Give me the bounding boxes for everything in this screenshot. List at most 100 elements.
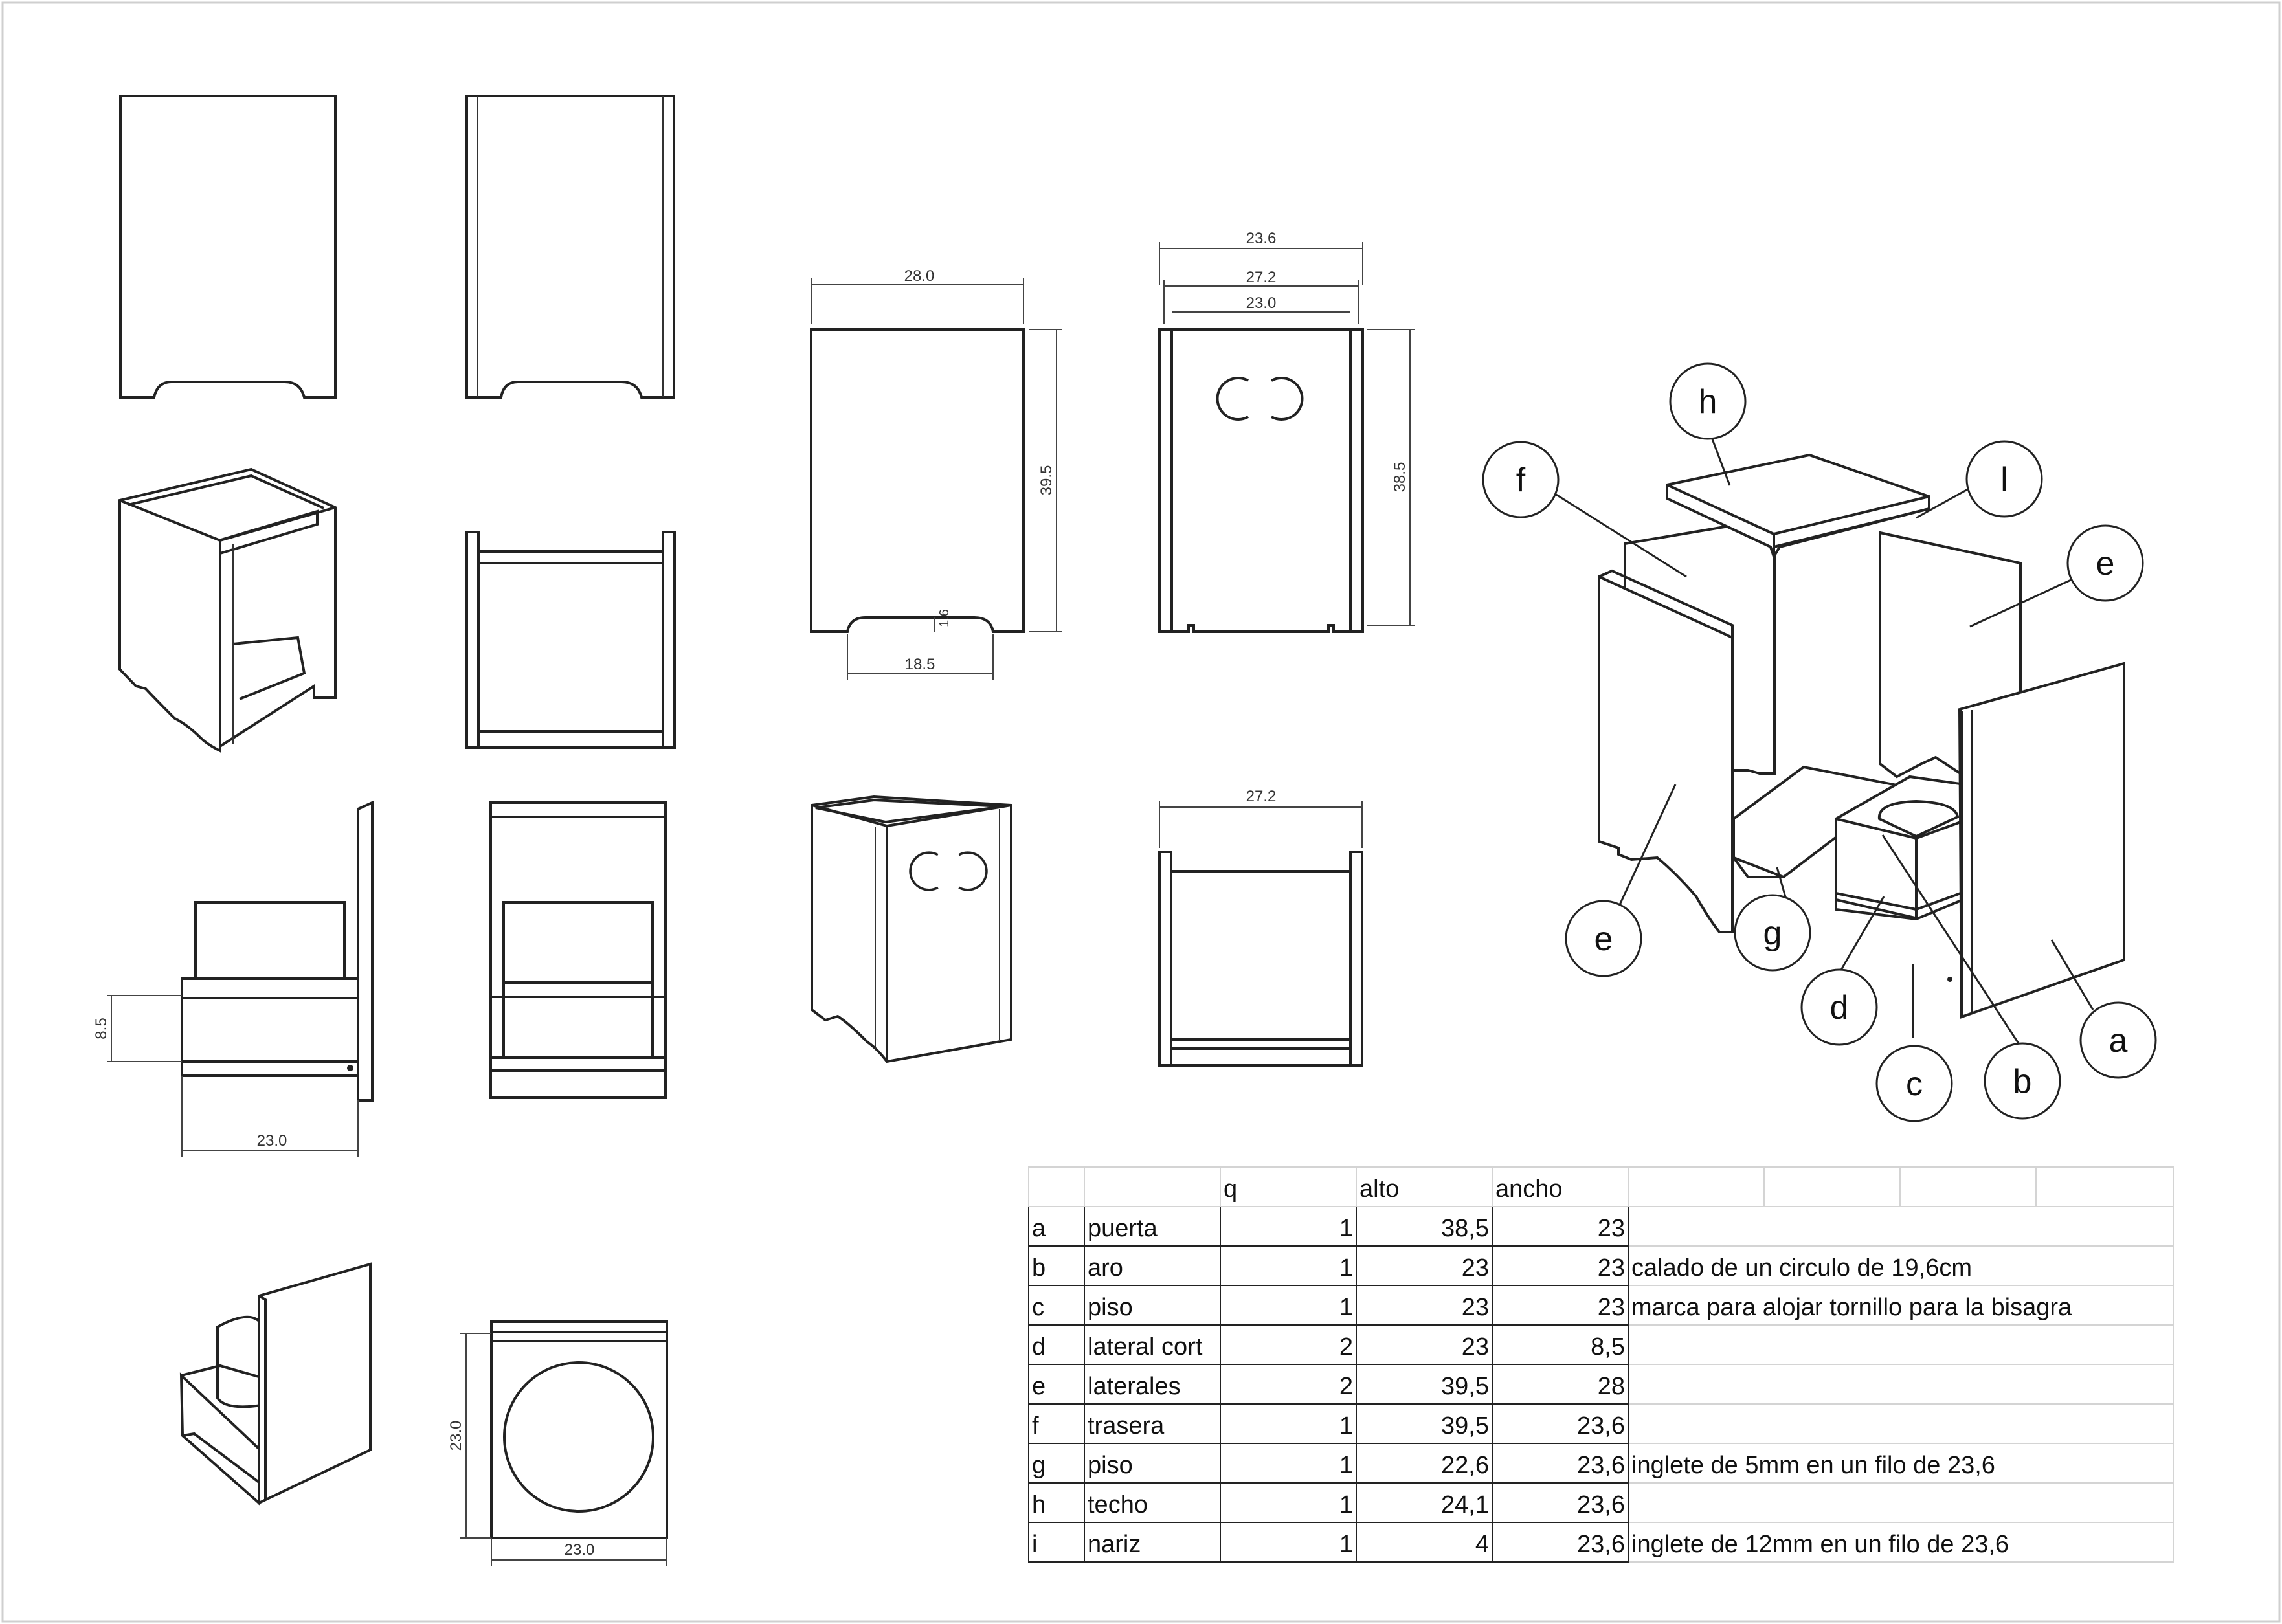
part-qty: 1 — [1220, 1285, 1357, 1326]
part-width: 23 — [1492, 1206, 1629, 1247]
callout-label: b — [2013, 1063, 2032, 1100]
part-note — [1628, 1324, 2174, 1365]
callout-c: c — [1875, 1045, 1953, 1122]
part-width: 23,6 — [1492, 1522, 1629, 1563]
table-header-cell: alto — [1356, 1166, 1493, 1207]
part-qty: 1 — [1220, 1403, 1357, 1444]
table-header-cell: q — [1220, 1166, 1357, 1207]
callout-label: f — [1516, 462, 1526, 499]
callout-a: a — [2079, 1001, 2157, 1079]
part-id: a — [1028, 1206, 1085, 1247]
callout-d: d — [1800, 968, 1878, 1046]
callout-label: l — [2000, 461, 2008, 498]
part-qty: 2 — [1220, 1364, 1357, 1405]
dim-drawer-depth: 23.0 — [257, 1132, 287, 1150]
dim-overall-width: 23.6 — [1246, 230, 1277, 247]
part-height: 23 — [1356, 1324, 1493, 1365]
part-qty: 1 — [1220, 1245, 1357, 1286]
dim-front-height: 38.5 — [1391, 462, 1409, 493]
callout-e-left: e — [1565, 900, 1642, 977]
part-width: 23 — [1492, 1245, 1629, 1286]
part-id: b — [1028, 1245, 1085, 1286]
callout-leaders — [1547, 427, 2094, 1044]
part-note: inglete de 12mm en un filo de 23,6 — [1628, 1522, 2174, 1563]
part-name: techo — [1084, 1482, 1221, 1523]
dim-side-width: 28.0 — [904, 267, 935, 285]
part-qty: 1 — [1220, 1206, 1357, 1247]
part-note: calado de un circulo de 19,6cm — [1628, 1245, 2174, 1286]
side-panel-dimensioned: 28.0 39.5 18.5 1.6 — [810, 267, 1062, 680]
part-height: 4 — [1356, 1522, 1493, 1563]
dim-side-height: 39.5 — [1038, 465, 1055, 496]
table-header-cell — [1028, 1166, 1085, 1207]
callout-b: b — [1984, 1042, 2061, 1120]
side-panel-edge-view — [465, 95, 675, 399]
dim-between-sides: 27.2 — [1246, 269, 1277, 286]
part-name: laterales — [1084, 1364, 1221, 1405]
dim-ring-depth: 23.0 — [447, 1421, 465, 1451]
callout-label: c — [1906, 1065, 1923, 1103]
part-height: 23 — [1356, 1285, 1493, 1326]
dim-ring-width: 23.0 — [565, 1541, 595, 1559]
part-width: 28 — [1492, 1364, 1629, 1405]
dim-drawer-height: 8.5 — [93, 1018, 110, 1039]
part-name: trasera — [1084, 1403, 1221, 1444]
callout-l: l — [1965, 440, 2043, 518]
callout-label: h — [1699, 383, 1717, 421]
iso-carcass-with-logo — [811, 795, 1012, 1063]
drawer-iso-view — [179, 1262, 372, 1506]
callout-h: h — [1669, 362, 1747, 440]
table-header-cell — [2035, 1166, 2174, 1207]
dim-notch-depth: 1.6 — [937, 609, 952, 627]
dim-notch-width: 18.5 — [905, 656, 935, 673]
part-name: piso — [1084, 1285, 1221, 1326]
table-header-cell: ancho — [1492, 1166, 1629, 1207]
carcass-bottom-view: 27.2 — [1158, 788, 1363, 1067]
iso-open-carcass — [118, 467, 337, 753]
logo-icon — [909, 851, 988, 891]
part-width: 23,6 — [1492, 1403, 1629, 1444]
part-width: 23,6 — [1492, 1443, 1629, 1484]
table-header-row: q alto ancho — [1028, 1166, 2174, 1207]
callout-f: f — [1482, 441, 1560, 518]
table-header-cell — [1628, 1166, 1765, 1207]
part-height: 39,5 — [1356, 1403, 1493, 1444]
part-name: puerta — [1084, 1206, 1221, 1247]
part-qty: 2 — [1220, 1324, 1357, 1365]
callout-label: e — [1594, 920, 1613, 958]
part-note: inglete de 5mm en un filo de 23,6 — [1628, 1443, 2174, 1484]
part-height: 38,5 — [1356, 1206, 1493, 1247]
part-id: e — [1028, 1364, 1085, 1405]
part-note — [1628, 1403, 2174, 1444]
part-id: f — [1028, 1403, 1085, 1444]
part-note — [1628, 1364, 2174, 1405]
part-id: h — [1028, 1482, 1085, 1523]
part-height: 22,6 — [1356, 1443, 1493, 1484]
part-note — [1628, 1206, 2174, 1247]
part-name: lateral cort — [1084, 1324, 1221, 1365]
part-note — [1628, 1482, 2174, 1523]
part-qty: 1 — [1220, 1482, 1357, 1523]
part-note: marca para alojar tornillo para la bisag… — [1628, 1285, 2174, 1326]
callout-g: g — [1734, 894, 1811, 972]
dim-bottom-width: 27.2 — [1246, 788, 1277, 805]
part-qty: 1 — [1220, 1443, 1357, 1484]
part-id: i — [1028, 1522, 1085, 1563]
part-height: 23 — [1356, 1245, 1493, 1286]
part-height: 24,1 — [1356, 1482, 1493, 1523]
front-view-with-logo: 23.6 27.2 23.0 38.5 — [1158, 230, 1415, 633]
callout-label: e — [2096, 545, 2115, 583]
part-qty: 1 — [1220, 1522, 1357, 1563]
table-header-cell — [1084, 1166, 1221, 1207]
